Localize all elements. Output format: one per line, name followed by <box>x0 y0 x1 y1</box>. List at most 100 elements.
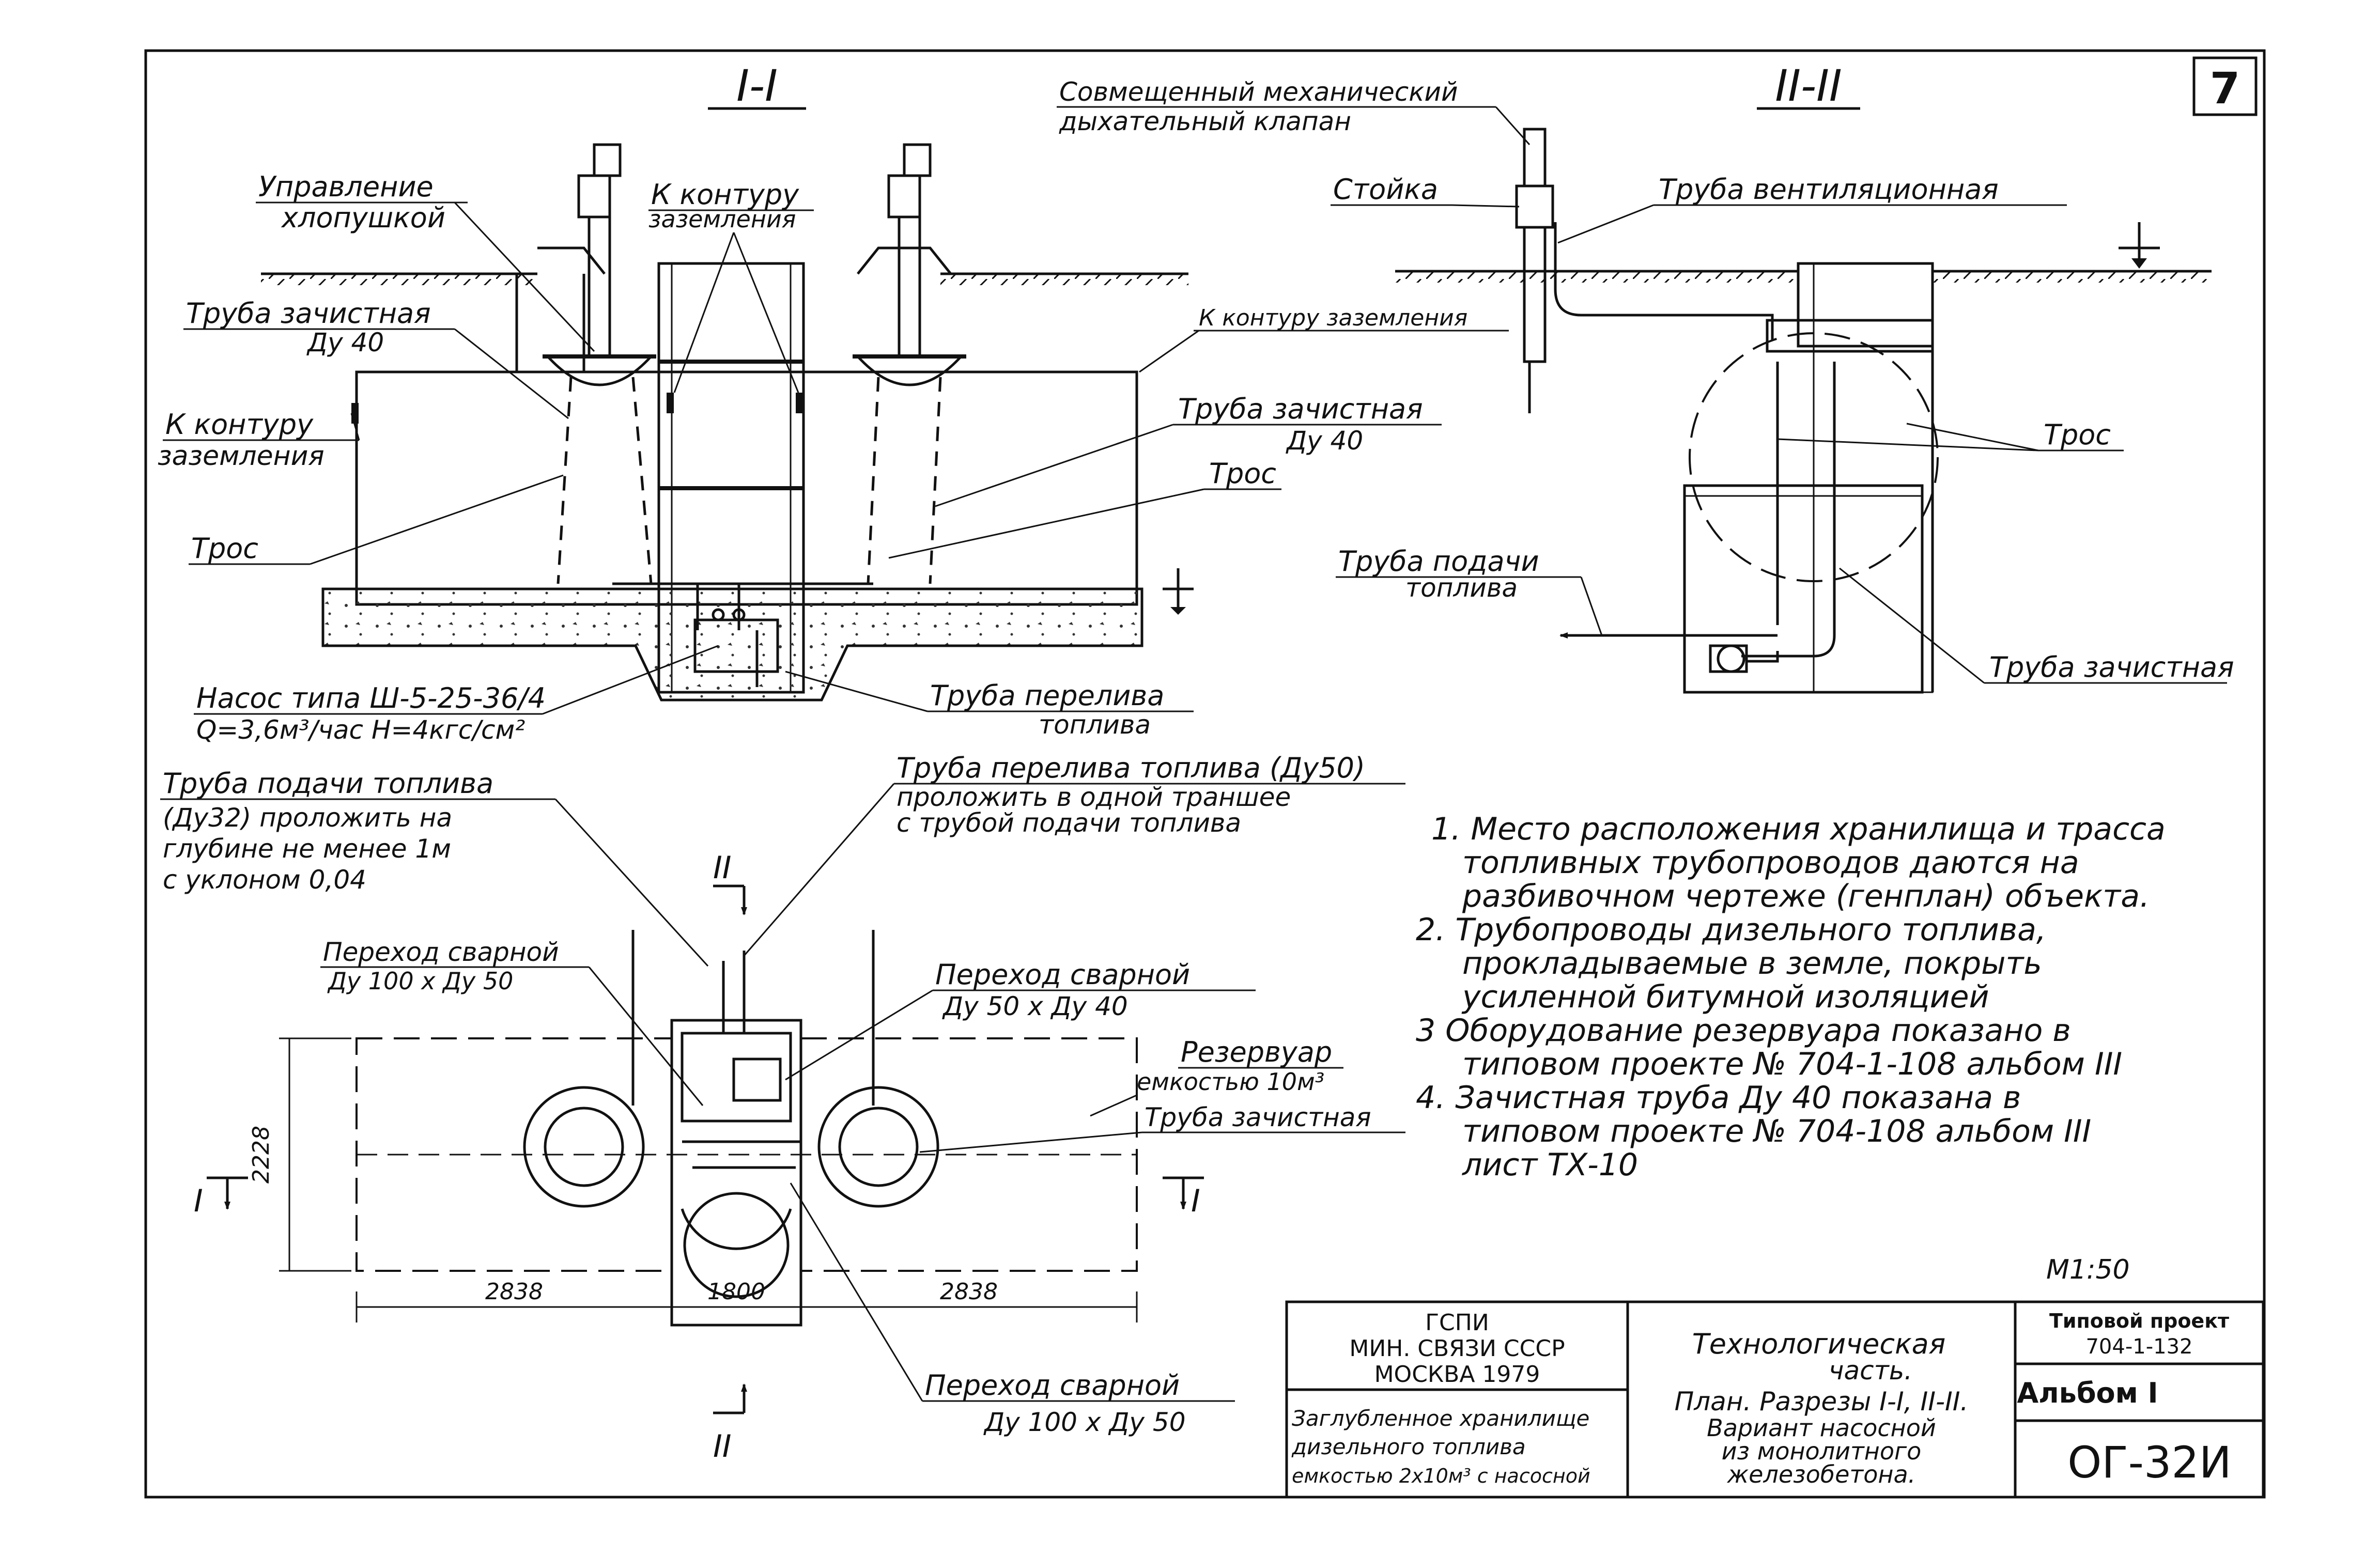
label-overflow-plan-2: проложить в одной траншее <box>897 782 1291 812</box>
label-feed-pipe-plan-3: глубине не менее 1м <box>163 834 451 864</box>
tb-project-1: Типовой проект <box>2049 1310 2229 1332</box>
dimension-right: 2838 <box>940 1279 998 1305</box>
section-1-title: I-I <box>736 60 778 111</box>
tb-part-2: часть. <box>1829 1356 1912 1386</box>
note-line-2: топливных трубопроводов даются на <box>1462 845 2079 881</box>
label-reservoir-1: Резервуар <box>1181 1036 1332 1068</box>
label-hatch-control-1: Управление <box>258 170 434 203</box>
sheet-frame: 7 <box>144 49 2266 1499</box>
concrete-slab <box>321 587 1143 702</box>
label-overflow-plan-3: с трубой подачи топлива <box>897 808 1241 838</box>
tb-org-1: ГСПИ <box>1425 1310 1489 1336</box>
ground-clamp-mid-left <box>667 393 674 413</box>
label-weld-trans-bottom-2: Ду 100 х Ду 50 <box>983 1407 1186 1437</box>
tb-org-3: МОСКВА 1979 <box>1374 1361 1540 1388</box>
label-cable-right: Трос <box>1209 457 1276 490</box>
note-line-5: прокладываемые в земле, покрыть <box>1462 945 2042 982</box>
note-line-4: 2. Трубопроводы дизельного топлива, <box>1416 912 2046 948</box>
note-line-9: 4. Зачистная труба Ду 40 показана в <box>1416 1080 2021 1116</box>
label-ground-loop-left-1: К контуру <box>165 408 314 441</box>
label-hatch-control-2: хлопушкой <box>281 201 445 234</box>
label-vent-pipe: Труба вентиляционная <box>1659 173 1999 206</box>
section-2-title: II-II <box>1775 60 1842 111</box>
label-valve-1: Совмещенный механический <box>1059 77 1458 107</box>
tank-circle-section-2 <box>1689 332 1939 582</box>
label-pump-2: Q=3,6м³/час Н=4кгс/см² <box>196 715 525 745</box>
tb-object-3: емкостью 2х10м³ с насосной <box>1292 1465 1590 1487</box>
piping-section-1 <box>612 582 873 687</box>
note-line-1: 1. Место расположения хранилища и трасса <box>1431 811 2166 847</box>
sheet-number: 7 <box>2210 63 2240 114</box>
section-2-2: II-II <box>1057 60 2234 694</box>
label-feed-pipe-plan-1: Труба подачи топлива <box>163 767 493 800</box>
label-weld-trans-left-2: Ду 100 х Ду 50 <box>327 967 513 995</box>
label-feed-pipe-section-2-1: Труба подачи <box>1338 545 1539 578</box>
tb-part-1: Технологическая <box>1692 1328 1946 1360</box>
label-cable-section-2: Трос <box>2044 418 2111 451</box>
notes-block: 1. Место расположения хранилища и трасса… <box>1416 811 2166 1183</box>
manhole-left <box>523 1086 645 1208</box>
tb-content-1: План. Разрезы I-I, II-II. <box>1675 1387 1969 1417</box>
label-cable-left: Трос <box>191 532 258 565</box>
ground-clamp-mid-right <box>796 393 803 413</box>
section-marks-plan: I I II II <box>194 850 1204 1465</box>
level-mark-section-1 <box>1163 568 1194 615</box>
hatch-right <box>853 143 966 584</box>
label-weld-trans-right-1: Переход сварной <box>935 958 1190 991</box>
note-line-11: лист ТХ-10 <box>1462 1147 1638 1183</box>
dimension-left: 2838 <box>485 1279 543 1305</box>
label-ground-loop-top-1: К контуру <box>651 178 799 211</box>
label-stand: Стойка <box>1333 173 1438 206</box>
breathing-valve <box>1515 128 1554 413</box>
section-mark-II-bottom: II <box>713 1428 731 1465</box>
tb-org-2: МИН. СВЯЗИ СССР <box>1349 1335 1565 1362</box>
ground-clamp-left <box>351 403 359 424</box>
ground-line-left <box>261 272 1188 285</box>
tb-code: ОГ-32И <box>2067 1437 2231 1488</box>
piping-section-2 <box>1709 362 1836 673</box>
tb-album: Альбом I <box>2017 1377 2158 1409</box>
label-ground-loop-top-2: заземления <box>648 205 796 233</box>
note-line-6: усиленной битумной изоляцией <box>1461 979 1989 1015</box>
label-strip-pipe-right-2: Ду 40 <box>1286 426 1363 456</box>
label-strip-pipe-left-2: Ду 40 <box>306 328 384 357</box>
tb-project-2: 704-1-132 <box>2085 1335 2192 1359</box>
label-ground-loop-right: К контуру заземления <box>1199 305 1467 331</box>
label-overflow-1: Труба перелива <box>930 679 1164 712</box>
section-mark-I-left: I <box>194 1183 203 1219</box>
label-weld-trans-bottom-1: Переход сварной <box>925 1369 1180 1402</box>
label-pump-1: Насос типа Ш-5-25-36/4 <box>196 682 546 714</box>
pump-chamber-plan <box>670 1019 802 1327</box>
label-feed-pipe-plan-2: (Ду32) проложить на <box>163 803 452 833</box>
chamber-section-2 <box>1683 262 1934 694</box>
note-line-10: типовом проекте № 704-108 альбом III <box>1462 1113 2091 1149</box>
label-overflow-2: топлива <box>1039 710 1151 740</box>
tb-object-2: дизельного топлива <box>1291 1434 1526 1459</box>
ground-line-right <box>1395 270 2212 283</box>
label-feed-pipe-section-2-2: топлива <box>1405 573 1518 603</box>
scale-label: М1:50 <box>2046 1254 2130 1285</box>
vent-pipe <box>1554 222 1774 341</box>
tb-content-2: Вариант насосной <box>1707 1414 1936 1442</box>
level-mark-section-2 <box>2119 222 2160 269</box>
dimension-height: 2228 <box>248 1126 274 1184</box>
label-ground-loop-left-2: заземления <box>158 441 324 472</box>
note-line-8: типовом проекте № 704-1-108 альбом III <box>1462 1046 2122 1082</box>
hatch-left <box>543 143 656 584</box>
label-strip-pipe-right-1: Труба зачистная <box>1178 393 1423 425</box>
label-weld-trans-left-1: Переход сварной <box>323 937 559 967</box>
dimensions-plan: 2228 2838 1800 2838 <box>248 1037 1138 1322</box>
pit-semicircle <box>681 1208 792 1250</box>
label-strip-pipe-left-1: Труба зачистная <box>186 297 431 330</box>
note-line-3: разбивочном чертеже (генплан) объекта. <box>1462 878 2150 914</box>
tb-content-4: железобетона. <box>1727 1460 1916 1488</box>
label-feed-pipe-plan-4: с уклоном 0,04 <box>163 865 366 895</box>
title-block: ГСПИ МИН. СВЯЗИ СССР МОСКВА 1979 Заглубл… <box>1285 1300 2265 1499</box>
note-line-7: 3 Оборудование резервуара показано в <box>1416 1013 2071 1049</box>
section-mark-I-right: I <box>1191 1183 1200 1219</box>
section-mark-II-top: II <box>713 850 731 886</box>
tb-content-3: из монолитного <box>1722 1437 1922 1465</box>
label-reservoir-2: емкостью 10м³ <box>1137 1068 1324 1096</box>
label-weld-trans-right-2: Ду 50 х Ду 40 <box>942 991 1128 1021</box>
